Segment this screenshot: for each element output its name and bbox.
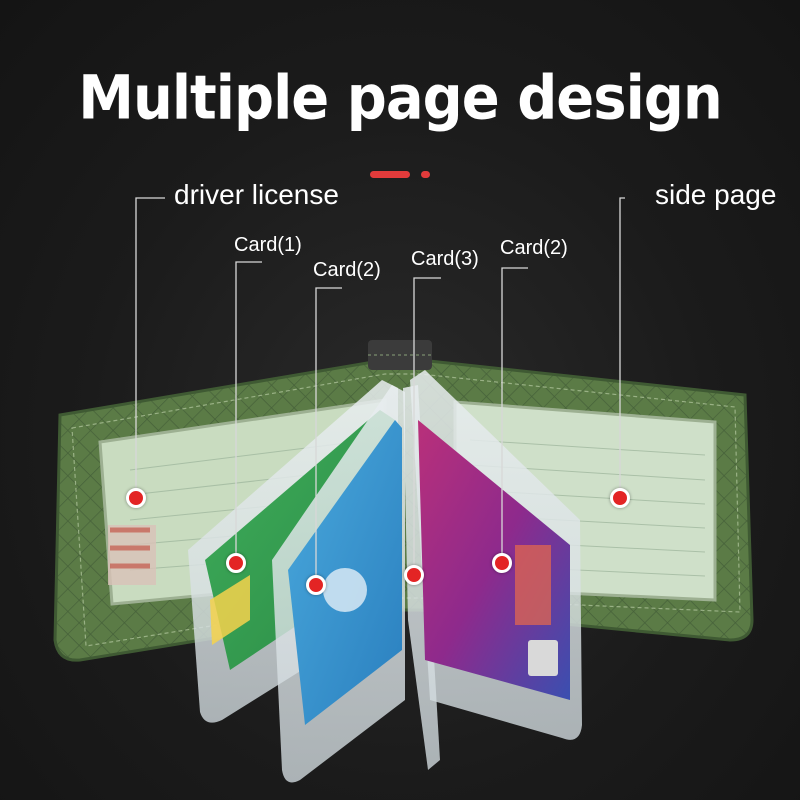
driver-license-label: driver license [174,179,339,210]
accent-dot [421,171,430,178]
card2-left-marker [306,575,326,595]
page-title: Multiple page design [78,63,723,134]
card2-left-label: Card(2) [313,259,381,281]
side-page-marker [610,488,630,508]
accent-bar [370,171,410,178]
leader-lines [135,197,625,578]
driver-license-marker [126,488,146,508]
side-page-label: side page [655,179,777,210]
card2-right-label: Card(2) [500,237,568,259]
card1-marker [226,553,246,573]
card3-label: Card(3) [411,248,479,270]
card3-marker [404,565,424,585]
card2-right-marker [492,553,512,573]
card1-label: Card(1) [234,234,302,256]
